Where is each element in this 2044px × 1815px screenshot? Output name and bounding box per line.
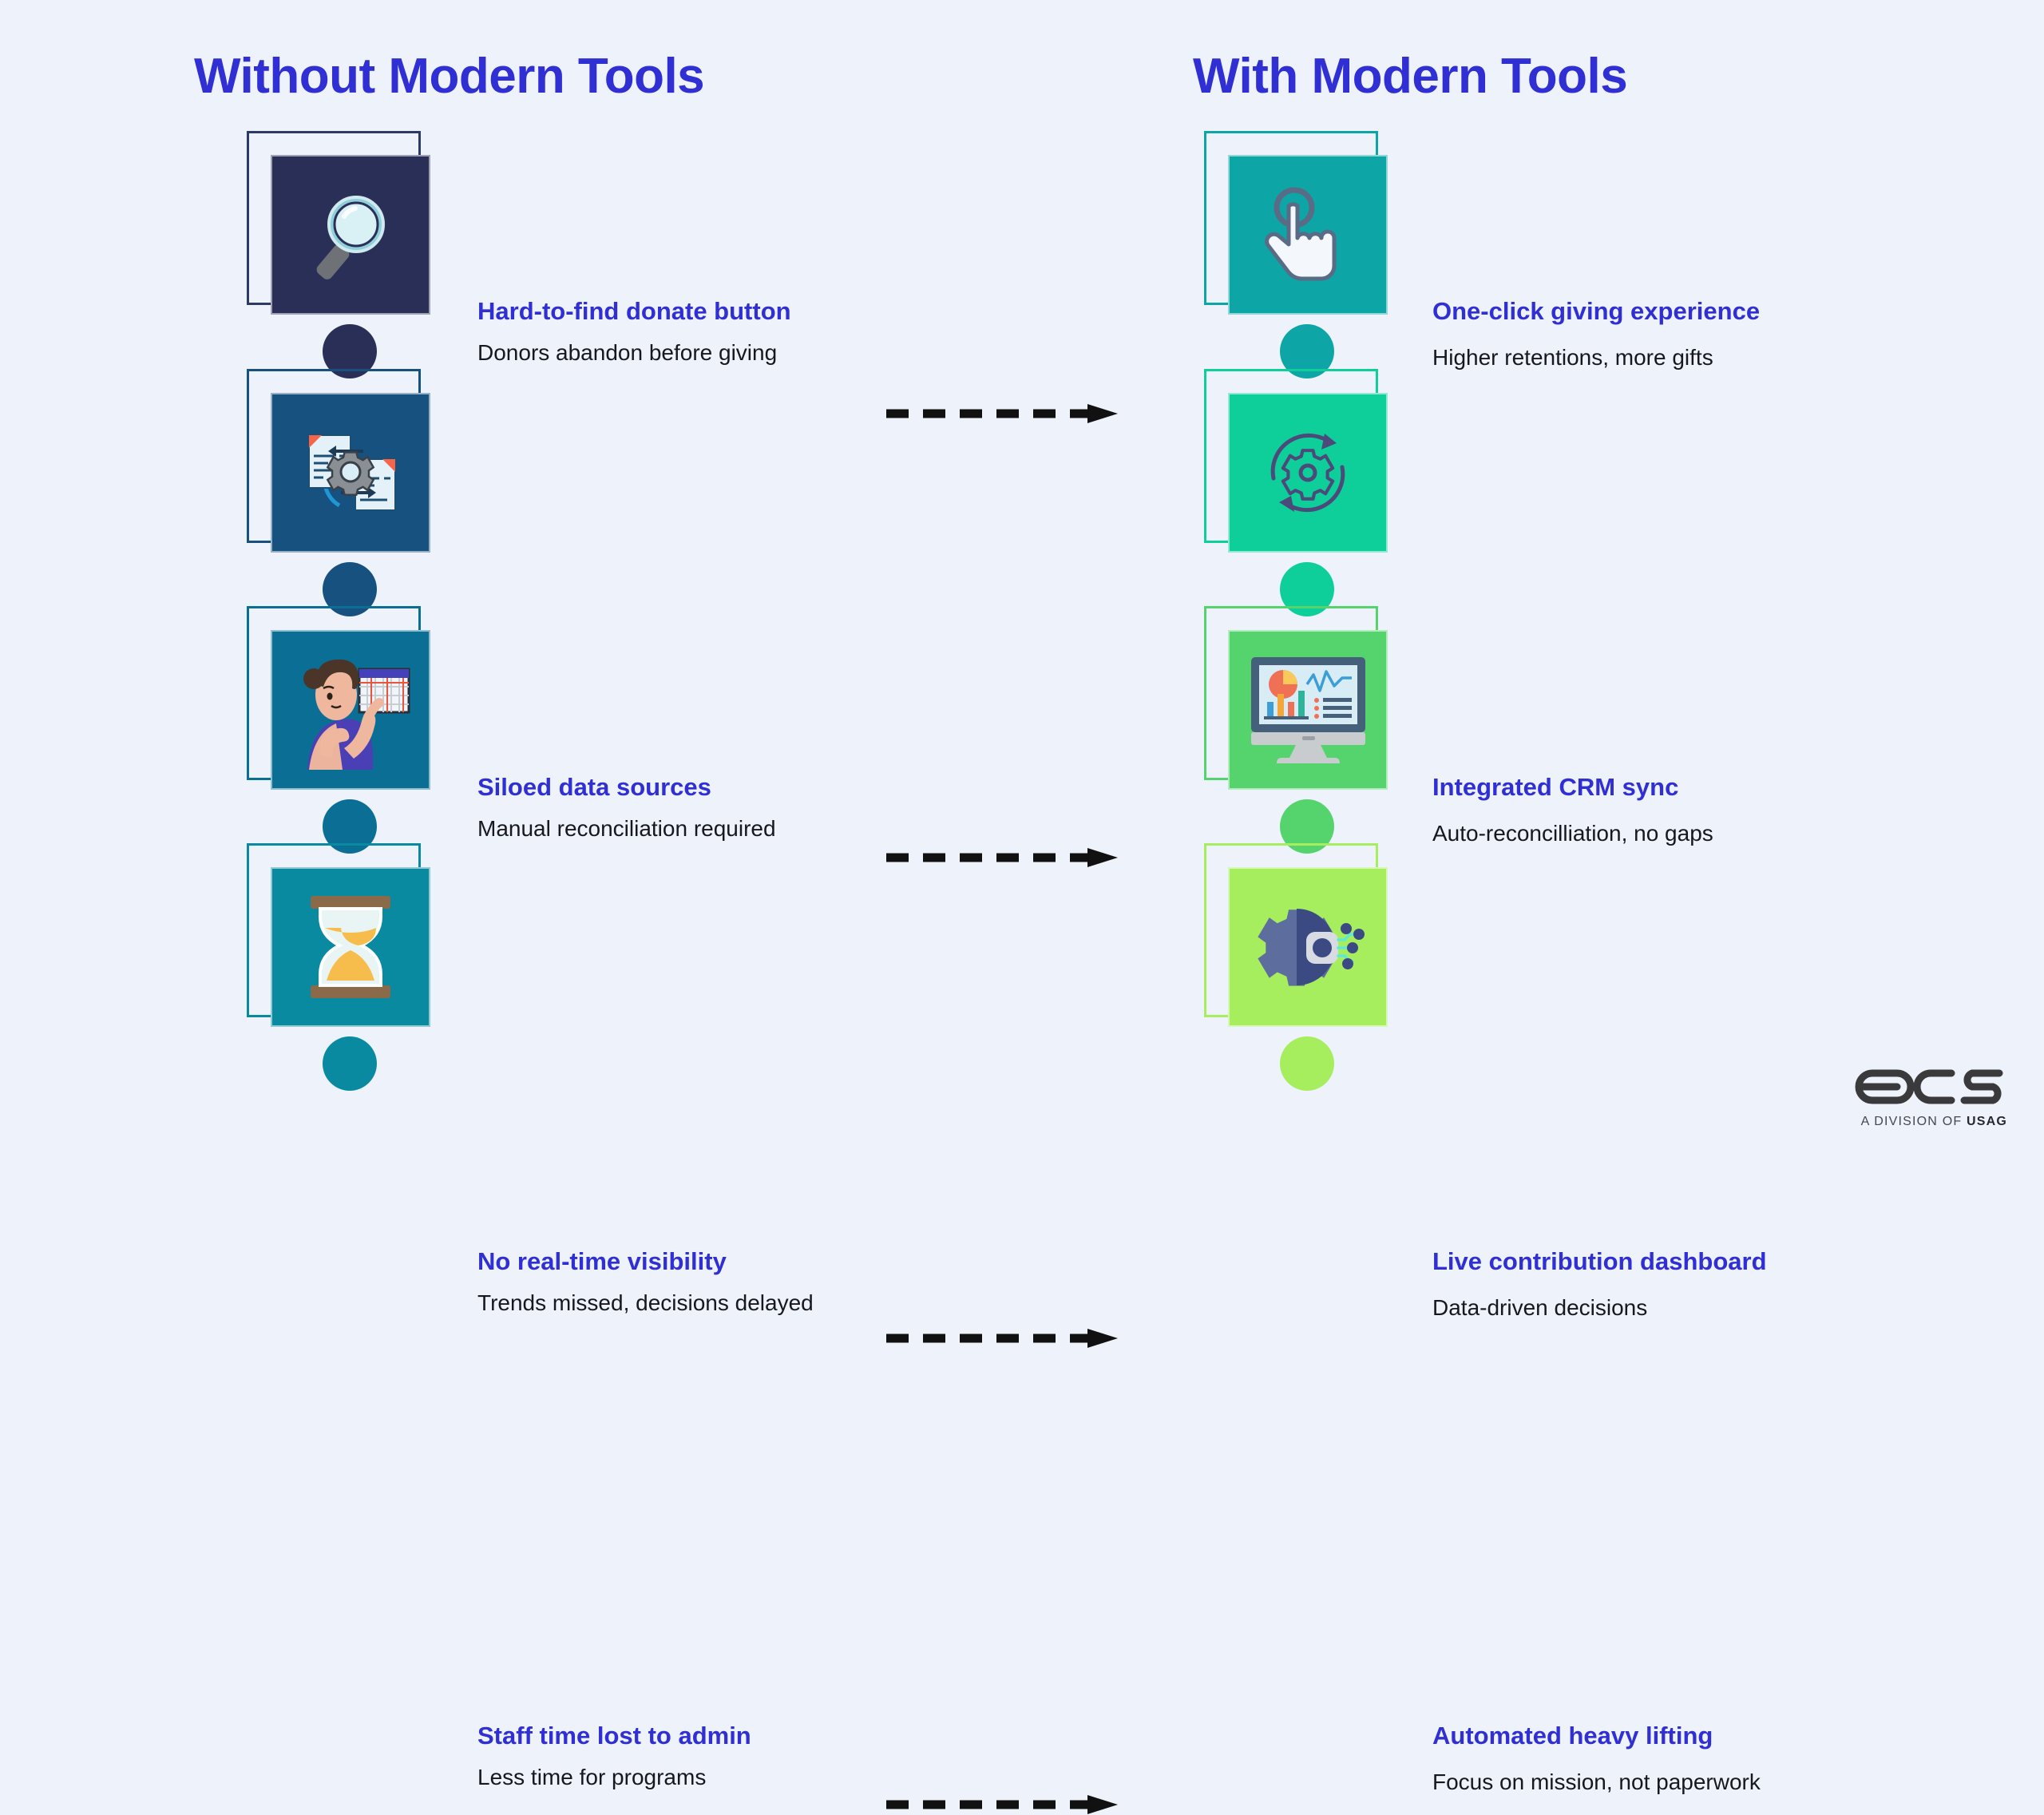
card-magnifying-glass [247, 131, 445, 378]
item-subtitle: Manual reconciliation required [477, 815, 776, 841]
brand-logo: A DIVISION OF USAG [1848, 1066, 2007, 1129]
logo-tagline: A DIVISION OF USAG [1848, 1115, 2007, 1129]
comparison-row: Siloed data sources Manual reconciliatio… [0, 369, 2044, 867]
click-hand-pointer-icon [1265, 187, 1337, 281]
text-block: Automated heavy lifting Focus on mission… [1432, 1720, 1848, 1797]
page-title-with-modern-tools: With Modern Tools [1193, 49, 1628, 104]
text-block: Hard-to-find donate button Donors abando… [477, 295, 845, 367]
card-tile [271, 630, 430, 790]
logo-tagline-prefix: A DIVISION OF [1860, 1115, 1967, 1128]
card-tile [1228, 867, 1388, 1027]
card-documents-gear [247, 369, 445, 616]
card-dashboard-monitor [1204, 606, 1402, 854]
gear-automation-circuit-icon [1257, 908, 1365, 986]
hourglass-icon [311, 896, 390, 998]
item-title: Siloed data sources [477, 773, 711, 801]
dashed-arrow-icon [886, 1329, 1118, 1348]
item-subtitle: Higher retentions, more gifts [1432, 344, 1713, 370]
magnifying-glass-icon [316, 196, 385, 279]
text-block: Live contribution dashboard Data-driven … [1432, 1246, 1848, 1322]
ecs-logo-icon [1855, 1069, 2003, 1104]
card-person-calendar [247, 606, 445, 854]
card-gear-refresh [1204, 369, 1402, 616]
dashed-arrow-icon [886, 1795, 1118, 1814]
card-tile [1228, 155, 1388, 315]
person-calendar-icon [303, 659, 410, 770]
text-block: Staff time lost to admin Less time for p… [477, 1720, 845, 1792]
item-subtitle: Trends missed, decisions delayed [477, 1290, 814, 1315]
item-subtitle: Focus on mission, not paperwork [1432, 1769, 1761, 1794]
card-gear-automation [1204, 843, 1402, 1091]
comparison-row: Hard-to-find donate button Donors abando… [0, 131, 2044, 423]
card-dot [323, 1036, 377, 1091]
documents-gear-sync-icon [308, 434, 396, 511]
item-subtitle: Less time for programs [477, 1764, 707, 1789]
item-title: Staff time lost to admin [477, 1722, 751, 1750]
comparison-row: No real-time visibility Trends missed, d… [0, 606, 2044, 1348]
item-title: Live contribution dashboard [1432, 1247, 1767, 1275]
item-subtitle: Auto-reconcilliation, no gaps [1432, 820, 1713, 846]
card-hourglass [247, 843, 445, 1091]
dashed-arrow-icon [886, 404, 1118, 423]
item-title: One-click giving experience [1432, 297, 1761, 325]
dashed-arrow-icon [886, 848, 1118, 867]
card-tile [271, 867, 430, 1027]
text-block: Siloed data sources Manual reconciliatio… [477, 771, 845, 843]
text-block: Integrated CRM sync Auto-reconcilliation… [1432, 771, 1800, 848]
infographic-page: { "headings": { "left": "Without Modern … [0, 49, 2044, 1814]
card-tile [271, 155, 430, 315]
card-tile [271, 393, 430, 553]
logo-tagline-brand: USAG [1966, 1115, 2007, 1128]
item-title: Integrated CRM sync [1432, 773, 1679, 801]
comparison-row: Staff time lost to admin Less time for p… [0, 843, 2044, 1814]
card-dot [1280, 1036, 1334, 1091]
item-title: No real-time visibility [477, 1247, 727, 1275]
page-title-without-modern-tools: Without Modern Tools [194, 49, 705, 104]
card-tile [1228, 630, 1388, 790]
gear-refresh-cycle-icon [1270, 433, 1345, 513]
card-click-hand [1204, 131, 1402, 378]
desktop-analytics-dashboard-icon [1250, 656, 1365, 763]
text-block: No real-time visibility Trends missed, d… [477, 1246, 845, 1318]
text-block: One-click giving experience Higher reten… [1432, 295, 1848, 372]
item-subtitle: Data-driven decisions [1432, 1294, 1648, 1320]
item-subtitle: Donors abandon before giving [477, 339, 778, 365]
item-title: Hard-to-find donate button [477, 297, 791, 325]
item-title: Automated heavy lifting [1432, 1722, 1713, 1750]
card-tile [1228, 393, 1388, 553]
